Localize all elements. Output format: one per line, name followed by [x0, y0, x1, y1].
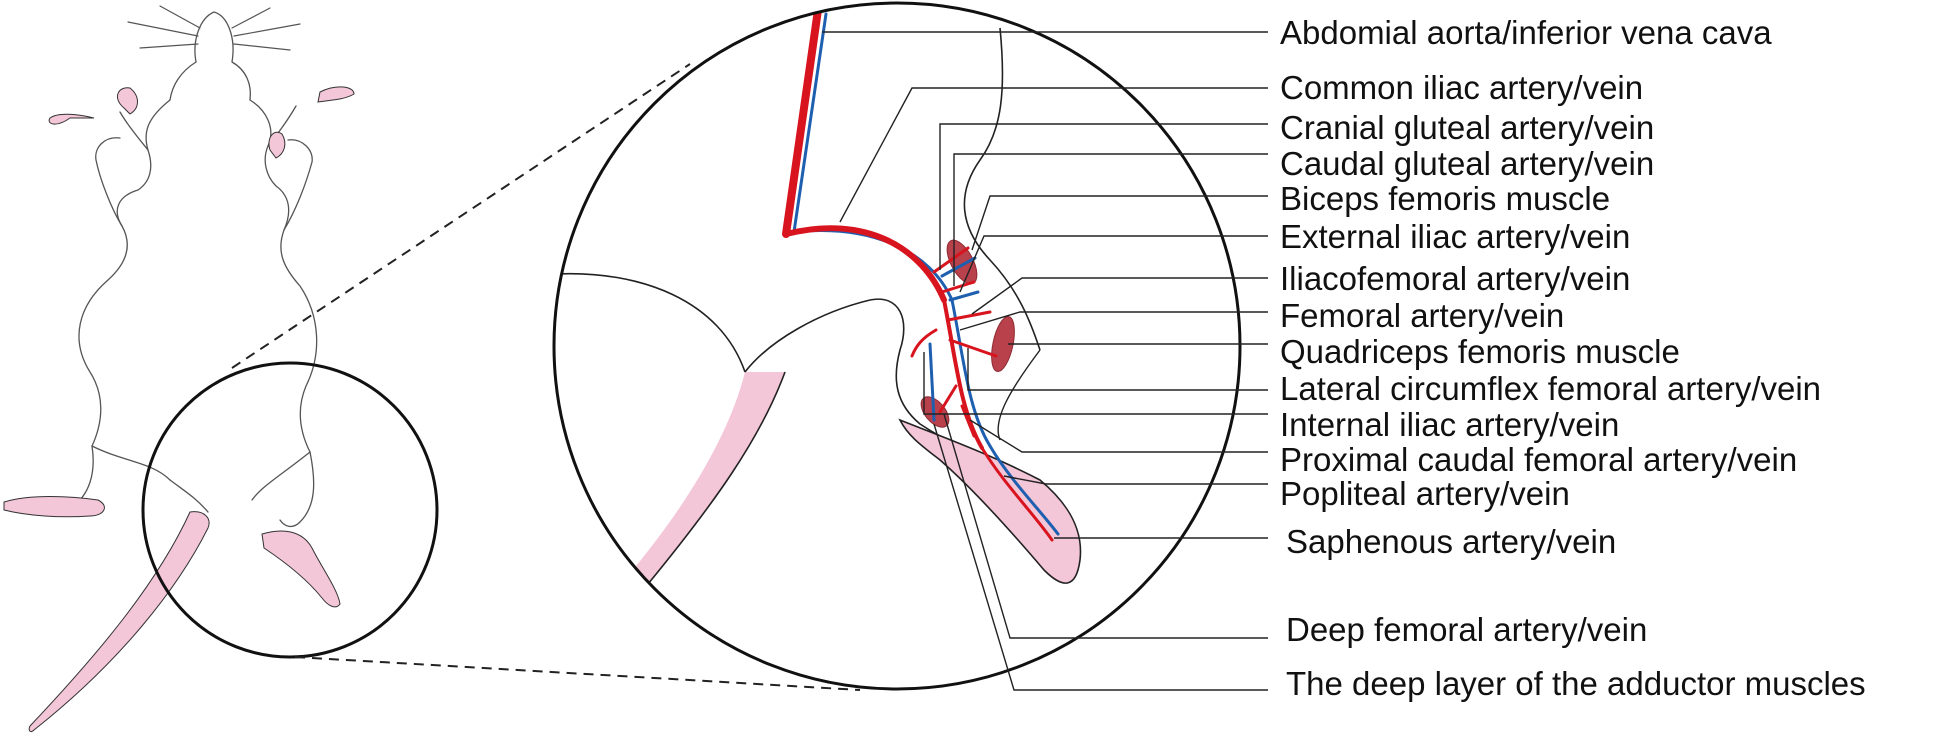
popliteal-saphenous-artery: [980, 446, 1054, 542]
internal-iliac-vein: [928, 342, 936, 422]
popliteal-saphenous-vein: [988, 444, 1060, 536]
label-internal-iliac: Internal iliac artery/vein: [1280, 406, 1619, 443]
front-right-paw: [268, 131, 286, 159]
quadriceps-femoris-muscle: [991, 316, 1015, 372]
label-popliteal: Popliteal artery/vein: [1280, 475, 1570, 512]
hind-right-foot: [261, 530, 341, 608]
label-quadriceps-femoris: Quadriceps femoris muscle: [1280, 333, 1680, 370]
zoom-detail-circle: [552, 1, 1242, 691]
leader-popliteal: [1003, 475, 1268, 485]
gluteal-veins: [940, 256, 980, 302]
leader-cranial-gluteal: [939, 123, 1268, 270]
zoom-connector-top: [231, 63, 691, 369]
proximal-caudal-femoral-artery: [960, 404, 976, 438]
leader-external-iliac: [959, 235, 1268, 293]
lateral-circumflex-artery: [948, 338, 998, 358]
label-caudal-gluteal: Caudal gluteal artery/vein: [1280, 145, 1654, 182]
common-iliac-vein: [792, 229, 954, 302]
front-left-digits: [48, 113, 95, 125]
femoral-artery: [942, 298, 984, 450]
whiskers: [127, 5, 301, 51]
caudal-gluteal-artery: [940, 280, 976, 294]
label-abdominal-aorta: Abdomial aorta/inferior vena cava: [1280, 14, 1772, 51]
arteries: [782, 6, 1054, 542]
body-outline-curve: [554, 272, 746, 373]
rat-illustration: [43, 5, 318, 528]
leader-caudal-gluteal: [953, 153, 1268, 286]
label-iliacofemoral: Iliacofemoral artery/vein: [1280, 260, 1630, 297]
rat-head-outline: [194, 11, 252, 101]
labels: Abdomial aorta/inferior vena cava Common…: [1280, 14, 1866, 702]
rat-paws: [3, 86, 355, 733]
zoom-tail: [636, 372, 785, 584]
deep-femoral-artery: [938, 384, 958, 414]
thigh-outline: [744, 298, 1011, 469]
front-right-digits: [317, 86, 355, 103]
rat-tail: [28, 511, 210, 733]
abdominal-aorta-vessel: [782, 6, 822, 238]
leader-adductor-deep-layer: [933, 423, 1268, 691]
hind-left-foot: [3, 496, 105, 518]
leader-biceps-femoris: [971, 195, 1268, 251]
label-lateral-circumflex-femoral: Lateral circumflex femoral artery/vein: [1280, 370, 1821, 407]
label-deep-femoral: Deep femoral artery/vein: [1286, 611, 1647, 648]
label-saphenous: Saphenous artery/vein: [1286, 523, 1616, 560]
internal-iliac-artery: [910, 328, 938, 358]
leader-femoral: [959, 311, 1268, 331]
label-proximal-caudal-femoral: Proximal caudal femoral artery/vein: [1280, 441, 1797, 478]
label-biceps-femoris: Biceps femoris muscle: [1280, 180, 1610, 217]
leader-lines: [822, 31, 1268, 691]
iliacofemoral-artery: [946, 310, 992, 322]
label-cranial-gluteal: Cranial gluteal artery/vein: [1280, 109, 1654, 146]
label-adductor-deep-layer: The deep layer of the adductor muscles: [1286, 665, 1866, 702]
rat-body-right-outline: [249, 99, 318, 453]
vena-cava: [792, 12, 828, 234]
label-common-iliac: Common iliac artery/vein: [1280, 69, 1643, 106]
zoom-source-circle: [141, 361, 439, 659]
leader-iliacofemoral: [971, 277, 1268, 315]
leader-proximal-caudal-femoral: [969, 419, 1268, 453]
label-external-iliac: External iliac artery/vein: [1280, 218, 1630, 255]
zoomed-hindlimb: [554, 6, 1082, 585]
label-femoral: Femoral artery/vein: [1280, 297, 1564, 334]
femoral-vein: [950, 298, 992, 448]
leader-internal-iliac: [923, 352, 1268, 415]
front-left-paw: [116, 87, 138, 115]
rat-body-left-outline: [78, 99, 171, 447]
leader-deep-femoral: [943, 413, 1268, 639]
flank-outline: [963, 27, 1041, 351]
zoom-connector-bottom: [294, 656, 861, 691]
common-iliac-artery: [783, 225, 947, 303]
leader-common-iliac: [839, 87, 1268, 223]
leader-lateral-circumflex: [967, 348, 1268, 391]
